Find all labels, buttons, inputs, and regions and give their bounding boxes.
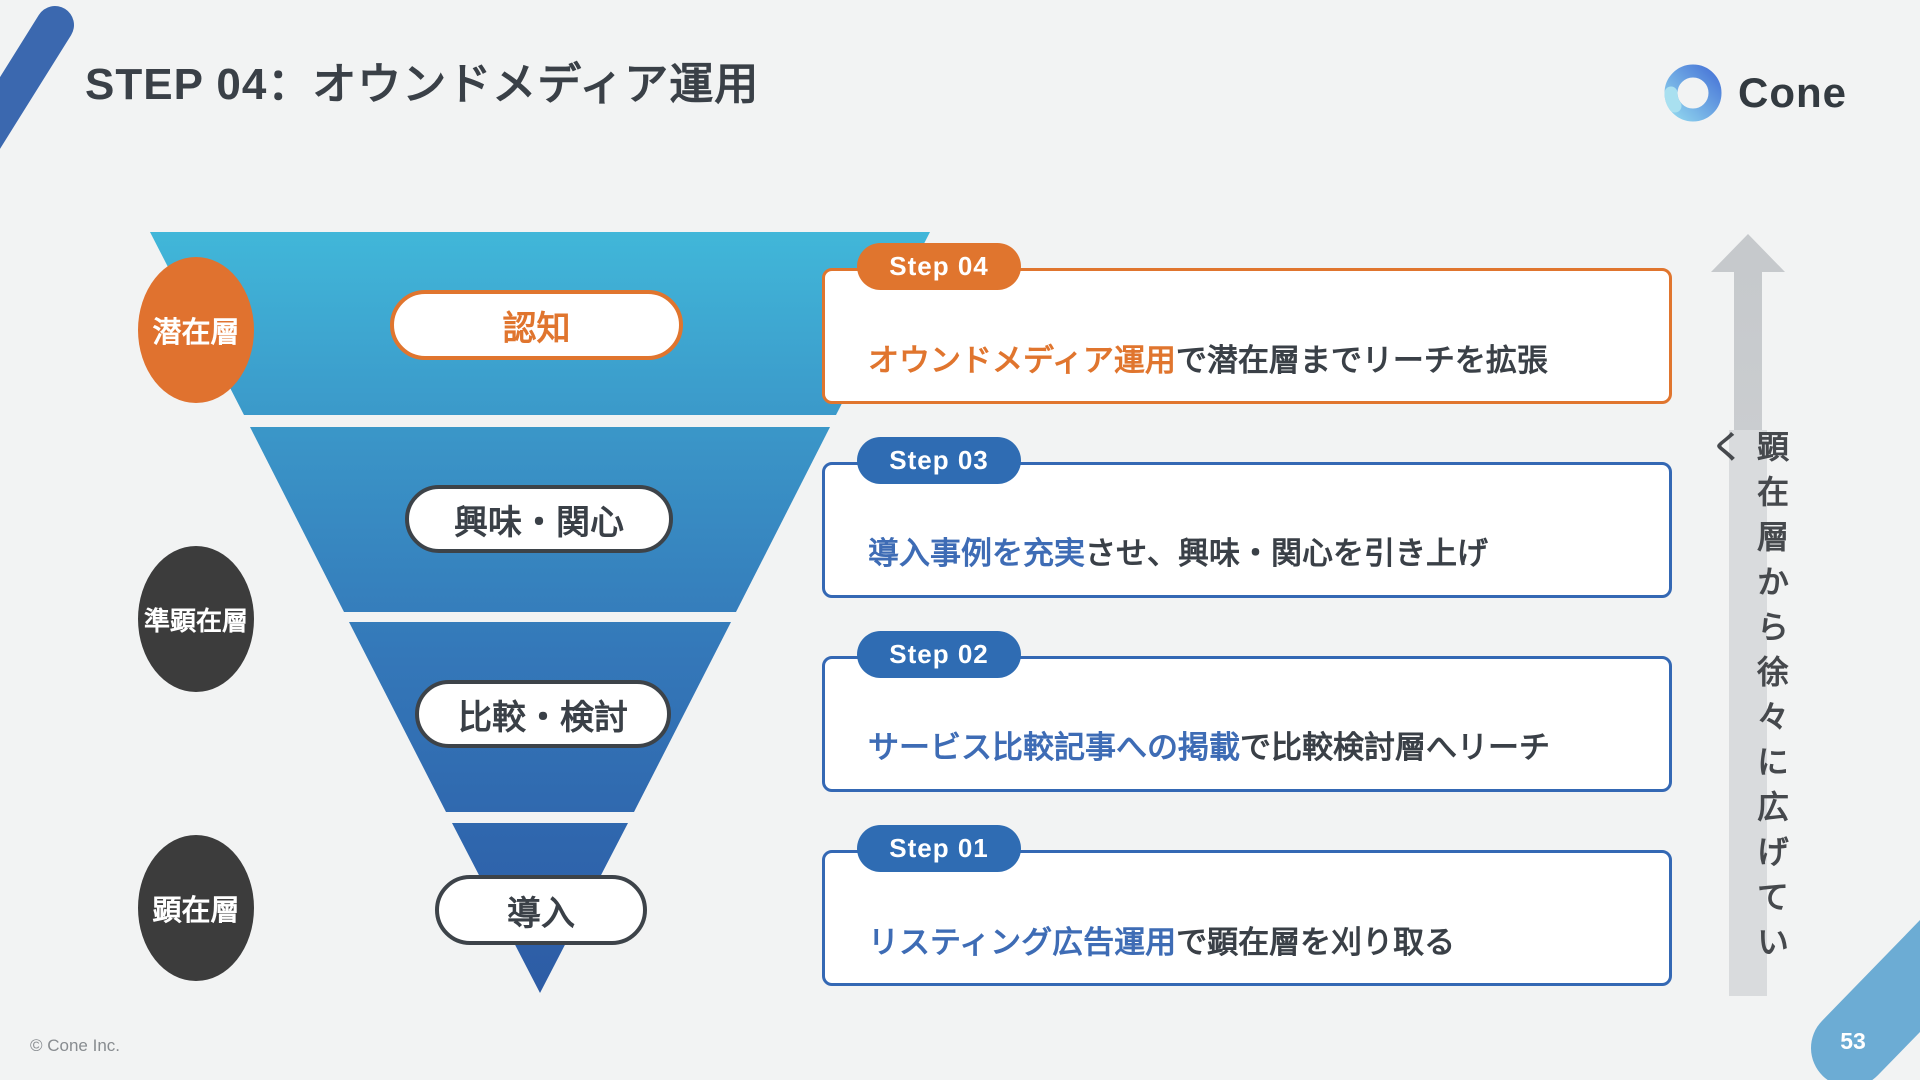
- stage-pill-awareness: 認知: [390, 290, 683, 360]
- step-text-01: リスティング広告運用で顕在層を刈り取る: [868, 917, 1658, 962]
- audience-circle-latent: 潜在層: [138, 257, 254, 403]
- step-text-03: 導入事例を充実させ、興味・関心を引き上げ: [868, 528, 1658, 573]
- step-rest: で潜在層までリーチを拡張: [1175, 343, 1548, 378]
- stage-label: 導入: [507, 894, 575, 933]
- stage-pill-interest: 興味・関心: [405, 485, 673, 553]
- stage-label: 興味・関心: [454, 503, 624, 542]
- stage-label: 認知: [502, 309, 571, 348]
- cone-logo-text: Cone: [1738, 69, 1847, 116]
- step-rest: させ、興味・関心を引き上げ: [1085, 536, 1488, 571]
- audience-label: 顕在層: [152, 895, 240, 927]
- audience-circle-semi-manifest: 準顕在層: [138, 546, 254, 692]
- step-badge-03: Step 03: [857, 437, 1021, 484]
- step-rest: で比較検討層へリーチ: [1240, 730, 1550, 765]
- stage-pill-adoption: 導入: [435, 875, 647, 945]
- page-number: 53: [1840, 1028, 1866, 1054]
- copyright-text: © Cone Inc.: [30, 1036, 121, 1055]
- audience-label: 準顕在層: [143, 605, 248, 636]
- step-badge-01: Step 01: [857, 825, 1021, 872]
- step-highlight: サービス比較記事への掲載: [868, 730, 1240, 765]
- audience-label: 潜在層: [152, 317, 240, 349]
- step-rest: で顕在層を刈り取る: [1176, 925, 1456, 960]
- step-highlight: リスティング広告運用: [868, 925, 1177, 960]
- cone-logo: Cone: [1662, 62, 1847, 124]
- step-highlight: オウンドメディア運用: [868, 343, 1176, 378]
- cone-logo-ring-icon: [1664, 64, 1722, 122]
- step-card-02: [822, 656, 1672, 792]
- step-text-04: オウンドメディア運用で潜在層までリーチを拡張: [868, 335, 1658, 380]
- page-title: STEP 04：オウンドメディア運用: [85, 60, 760, 109]
- step-card-04: [822, 268, 1672, 404]
- step-badge-04: Step 04: [857, 243, 1021, 290]
- page-number-bar: [1811, 920, 1920, 1080]
- step-card-03: [822, 462, 1672, 598]
- step-text-02: サービス比較記事への掲載で比較検討層へリーチ: [868, 722, 1658, 767]
- topleft-decor-bar: [0, 6, 74, 149]
- step-card-01: [822, 850, 1672, 986]
- stage-pill-comparison: 比較・検討: [415, 680, 671, 748]
- arrow-note-vertical-text: 顕在層から徐々に広げていく: [1707, 430, 1789, 996]
- stage-label: 比較・検討: [458, 698, 628, 737]
- audience-circle-manifest: 顕在層: [138, 835, 254, 981]
- step-badge-02: Step 02: [857, 631, 1021, 678]
- step-highlight: 導入事例を充実: [868, 536, 1085, 571]
